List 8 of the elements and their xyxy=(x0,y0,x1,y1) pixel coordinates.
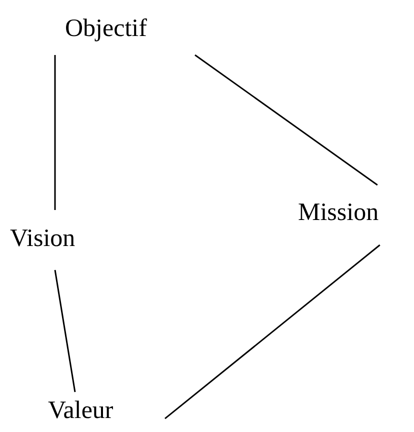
connector-line xyxy=(194,54,378,186)
node-label: Objectif xyxy=(65,16,147,41)
connector-line xyxy=(164,244,380,420)
node-label: Valeur xyxy=(48,398,114,423)
connector-line xyxy=(54,270,76,392)
node-label: Mission xyxy=(298,200,379,225)
connector-line xyxy=(54,55,56,210)
node-label: Vision xyxy=(10,226,76,251)
